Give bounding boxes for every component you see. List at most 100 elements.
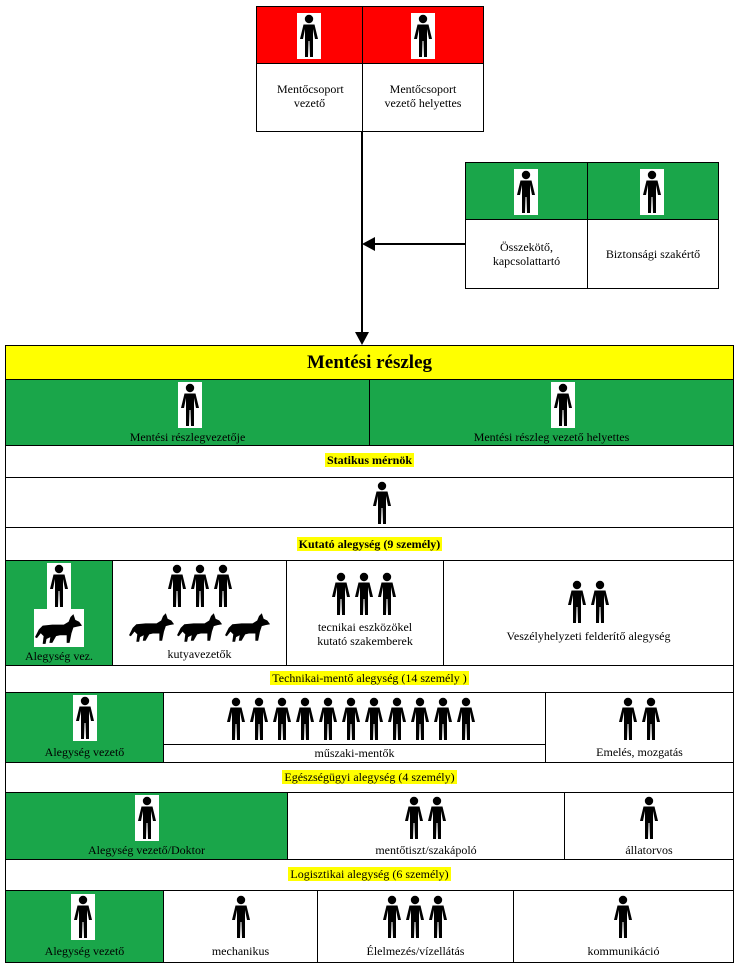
food-icons (383, 895, 447, 938)
dog-icon (177, 613, 223, 642)
dogs-icons (129, 613, 271, 642)
top-leader-label: Mentőcsoport vezető (277, 82, 344, 110)
tech-search-icons (332, 572, 396, 615)
person-icon (47, 563, 71, 609)
dog-icon (225, 613, 271, 642)
person-icon (227, 697, 245, 740)
person-icon (457, 697, 475, 740)
technical-title-bar: Technikai-mentő alegység (14 személy ) (6, 666, 733, 693)
section-title-bar: Mentési részleg (6, 346, 733, 380)
person-icon (229, 894, 253, 940)
logistics-title-text: Logisztikai alegység (6 személy) (288, 867, 451, 881)
tech-search-label: tecnikai eszközökel kutató szakemberek (317, 620, 413, 648)
person-icon (342, 697, 360, 740)
side-connector (372, 243, 465, 245)
technical-title: Technikai-mentő alegység (14 személy ) (6, 671, 733, 686)
person-icon (135, 795, 159, 841)
medical-leader-label: Alegység vezető/Doktor (88, 843, 205, 857)
mechanic-cell: mechanikus (164, 891, 318, 962)
person-icon (611, 894, 635, 940)
person-icon (406, 895, 424, 938)
paramedic-label: mentőtiszt/szakápoló (375, 843, 477, 857)
person-icon (296, 697, 314, 740)
section-leader-label: Mentési részlegvezetője (129, 430, 246, 444)
lifting-label: Emelés, mozgatás (596, 745, 683, 759)
rescuers-label: műszaki-mentők (314, 746, 395, 760)
vet-label: állatorvos (625, 843, 673, 857)
vertical-connector (361, 132, 363, 340)
hazmat-cell: Veszélyhelyzeti felderítő alegység (444, 561, 733, 666)
person-icon (568, 580, 586, 623)
technical-title-text: Technikai-mentő alegység (14 személy ) (270, 671, 469, 685)
safety-header (588, 163, 718, 220)
person-icon (178, 382, 202, 428)
top-leader-cell: Mentőcsoport vezető (257, 64, 363, 131)
person-icon (191, 564, 209, 607)
person-icon (405, 796, 423, 839)
rescuers-cell: műszaki-mentők (164, 693, 546, 763)
tech-search-cell: tecnikai eszközökel kutató szakemberek (287, 561, 444, 666)
hazmat-icons (568, 580, 609, 623)
person-icon (637, 795, 661, 841)
top-deputy-label: Mentőcsoport vezető helyettes (384, 82, 462, 110)
technical-leader-label: Alegység vezető (44, 745, 125, 759)
structural-title: Statikus mérnök (6, 453, 733, 468)
dog-handlers-label: kutyavezetők (167, 647, 232, 661)
medical-leader-cell: Alegység vezető/Doktor (6, 793, 288, 860)
top-deputy-header (363, 7, 483, 64)
medical-title-text: Egészségügyi alegység (4 személy) (282, 770, 457, 784)
person-icon (551, 382, 575, 428)
search-title: Kutató alegység (9 személy) (6, 537, 733, 552)
left-arrow-icon (362, 237, 375, 251)
person-icon (642, 697, 660, 740)
person-icon (332, 572, 350, 615)
medical-title-bar: Egészségügyi alegység (4 személy) (6, 763, 733, 793)
person-icon (411, 13, 435, 59)
top-leader-header (257, 7, 363, 64)
person-icon (640, 169, 664, 215)
structural-title-text: Statikus mérnök (324, 453, 414, 467)
person-icon (365, 697, 383, 740)
lifting-icons (619, 697, 660, 740)
medical-title: Egészségügyi alegység (4 személy) (6, 770, 733, 785)
safety-cell: Biztonsági szakértő (588, 220, 718, 288)
comms-label: kommunikáció (587, 944, 660, 958)
rescue-section: Mentési részleg Mentési részlegvezetője … (5, 345, 734, 963)
person-icon (370, 480, 394, 526)
person-icon (297, 13, 321, 59)
logistics-title-bar: Logisztikai alegység (6 személy) (6, 860, 733, 891)
dog-icon (34, 609, 84, 647)
dog-icon (129, 613, 175, 642)
paramedic-cell: mentőtiszt/szakápoló (288, 793, 565, 860)
search-title-text: Kutató alegység (9 személy) (296, 537, 443, 551)
person-icon (383, 895, 401, 938)
structural-title-bar: Statikus mérnök (6, 446, 733, 478)
person-icon (214, 564, 232, 607)
search-leader-cell: Alegység vez. (6, 561, 113, 666)
person-icon (429, 895, 447, 938)
technical-leader-cell: Alegység vezető (6, 693, 164, 763)
section-leader-cell: Mentési részlegvezetője (6, 380, 370, 446)
side-group: Összekötő, kapcsolattartó Biztonsági sza… (465, 162, 719, 289)
food-cell: Élelmezés/vízellátás (318, 891, 514, 962)
rescuers-icons (227, 697, 475, 740)
person-icon (591, 580, 609, 623)
structural-person-row (6, 478, 733, 528)
search-leader-label: Alegység vez. (25, 649, 93, 663)
comms-cell: kommunikáció (514, 891, 733, 962)
paramedic-icons (405, 796, 446, 839)
person-icon (434, 697, 452, 740)
hazmat-label: Veszélyhelyzeti felderítő alegység (506, 629, 671, 643)
logistics-title: Logisztikai alegység (6 személy) (6, 867, 733, 882)
top-group: Mentőcsoport vezető Mentőcsoport vezető … (256, 6, 484, 132)
liaison-cell: Összekötő, kapcsolattartó (466, 220, 588, 288)
logistics-leader-cell: Alegység vezető (6, 891, 164, 962)
dog-handlers-cell: kutyavezetők (113, 561, 287, 666)
lifting-cell: Emelés, mozgatás (546, 693, 733, 763)
person-icon (411, 697, 429, 740)
vet-cell: állatorvos (565, 793, 733, 860)
person-icon (388, 697, 406, 740)
search-title-bar: Kutató alegység (9 személy) (6, 528, 733, 561)
section-deputy-cell: Mentési részleg vezető helyettes (370, 380, 733, 446)
person-icon (168, 564, 186, 607)
